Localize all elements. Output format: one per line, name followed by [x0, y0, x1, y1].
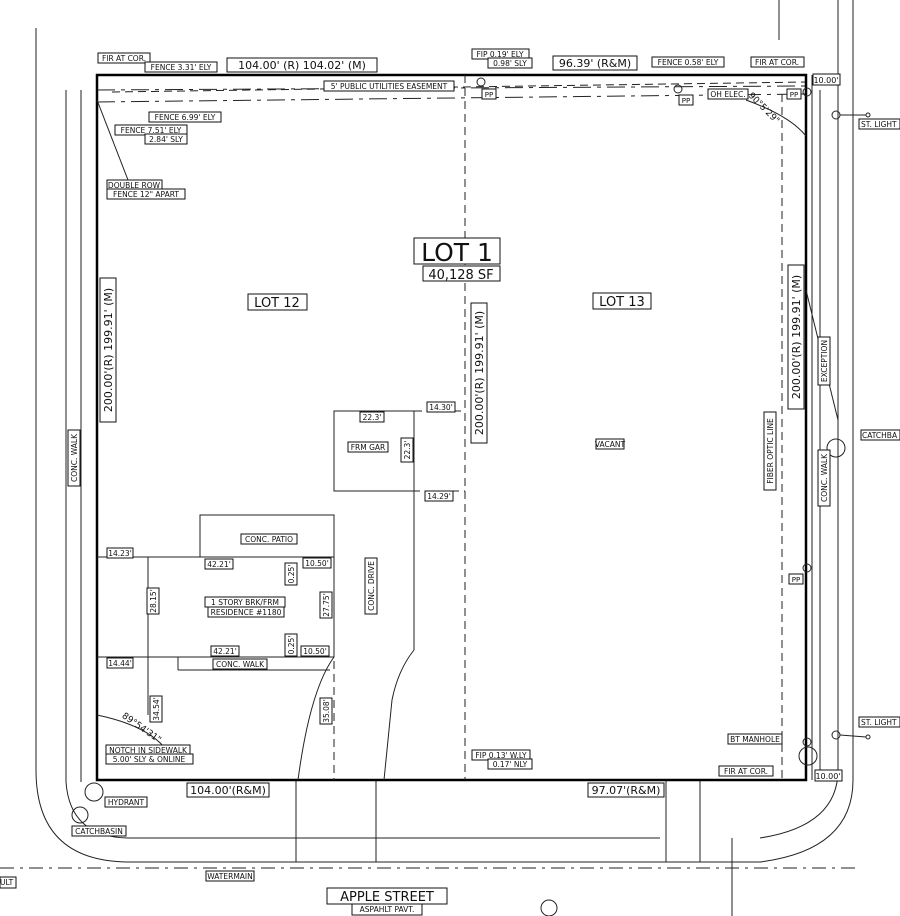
street-name: APPLE STREET [340, 890, 434, 905]
residence-label-2: RESIDENCE #1180 [211, 608, 282, 617]
fir-nw-label: FIR AT COR. [102, 54, 146, 63]
roadway-lines [0, 0, 860, 916]
fiber-optic-label: FIBER OPTIC LINE [766, 418, 775, 484]
dim-3454: 34.54' [152, 697, 161, 721]
conc-walk-label: CONC. WALK [216, 660, 265, 669]
st-light-label-1: ST. LIGHT [861, 120, 897, 129]
lot-boundary [95, 73, 808, 782]
patio-label: CONC. PATIO [245, 535, 293, 544]
pp-label-1: PP [485, 91, 493, 99]
dim-4221a: 42.21' [207, 560, 231, 569]
fence-699-label: FENCE 6.99' ELY [155, 113, 216, 122]
pp-label-2: PP [682, 97, 690, 105]
drive-label: CONC. DRIVE [367, 561, 376, 611]
fir-se-label: FIR AT COR. [724, 767, 768, 776]
notch-2-label: 5.00' SLY & ONLINE [113, 755, 186, 764]
garage-depth: 22.3' [403, 441, 412, 460]
notch-1-label: NOTCH IN SIDEWALK [109, 746, 188, 755]
ne-offset: 10.00' [813, 76, 838, 85]
st-light-icon [831, 110, 841, 120]
west-walk-label: CONC. WALK [70, 433, 79, 482]
pole-marker-east [802, 563, 812, 573]
fip-s2-label: 0.17' NLY [493, 760, 528, 769]
lot-area: 40,128 SF [428, 268, 493, 283]
fir-ne-marker [802, 87, 812, 97]
double-row-2: FENCE 12" APART [113, 190, 179, 199]
residence-label-1: 1 STORY BRK/FRM [211, 598, 279, 607]
east-walk-label: CONC. WALK [820, 453, 829, 502]
manhole-icon [798, 746, 818, 766]
dim-1050a: 10.50' [305, 559, 329, 568]
mid-line-dim: 200.00'(R) 199.91' (M) [473, 311, 486, 435]
dim-2815: 28.15' [149, 589, 158, 613]
fip-n2-label: 0.98' SLY [493, 59, 527, 68]
manhole-icon-street [540, 899, 558, 916]
fence-058-label: FENCE 0.58' ELY [658, 58, 719, 67]
watermain-label: WATERMAIN [207, 872, 253, 881]
st-light-icon-2 [831, 730, 841, 740]
lot-12-label: LOT 12 [254, 296, 300, 311]
dim-3508: 35.08' [322, 699, 331, 723]
fip-n1-label: FIP 0.19' ELY [476, 50, 523, 59]
dim-4221b: 42.21' [213, 647, 237, 656]
garage-offset-n: 14.30' [429, 403, 453, 412]
lot-name: LOT 1 [421, 238, 493, 267]
fir-ne-label: FIR AT COR. [755, 58, 799, 67]
dim-1050b: 10.50' [303, 647, 327, 656]
fence-751-label: FENCE 7.51' ELY [121, 126, 182, 135]
hydrant-label: HYDRANT [108, 798, 145, 807]
catchbasin-east-label: CATCHBA [862, 431, 898, 440]
catchbasin-icon-sw [71, 806, 89, 824]
angle-ne: 90°5'29" [746, 91, 781, 126]
pole-marker [673, 84, 683, 94]
easement-label: 5' PUBLIC UTILITIES EASEMENT [331, 82, 448, 91]
street-left-cut: ULT [0, 878, 14, 887]
dim-025b: 0.25' [287, 636, 296, 655]
dim-1444: 14.44' [108, 659, 132, 668]
pp-label-4: PP [792, 576, 800, 584]
oh-elec-label: OH ELEC. [710, 90, 745, 99]
street-surface: ASPAHLT PAVT. [360, 905, 415, 914]
east-side-dim: 200.00'(R) 199.91' (M) [790, 275, 803, 399]
st-light-head-icon [865, 112, 871, 118]
dim-025a: 0.25' [287, 565, 296, 584]
st-light-label-2: ST. LIGHT [861, 718, 897, 727]
south-west-dim: 104.00'(R&M) [190, 784, 266, 797]
fence-284-label: 2.84' SLY [149, 135, 183, 144]
fence-331-label: FENCE 3.31' ELY [151, 63, 212, 72]
vacant-label: VACANT [595, 440, 626, 449]
lot-13-label: LOT 13 [599, 295, 645, 310]
garage-label: FRM GAR [351, 443, 386, 452]
catchbasin-label: CATCHBASIN [75, 827, 123, 836]
double-row-1: DOUBLE ROW [108, 181, 161, 190]
exception-label: EXCEPTION [820, 340, 829, 382]
west-side-dim: 200.00'(R) 199.91' (M) [102, 288, 115, 412]
garage-width: 22.3' [363, 413, 382, 422]
monuments [71, 77, 871, 916]
dim-1423: 14.23' [108, 549, 132, 558]
dim-2775: 27.75' [322, 593, 331, 617]
garage-offset-s: 14.29' [427, 492, 451, 501]
se-offset: 10.00' [815, 772, 840, 781]
north-west-dim: 104.00' (R) 104.02' (M) [238, 59, 366, 72]
st-light-head-icon-2 [865, 734, 871, 740]
bt-manhole-label: BT MANHOLE [730, 735, 780, 744]
fip-north-marker [476, 77, 486, 87]
fip-s1-label: FIP 0.13' W.LY [475, 751, 527, 760]
bt-manhole-marker [802, 737, 812, 747]
south-east-dim: 97.07'(R&M) [592, 784, 661, 797]
catchbasin-icon [826, 438, 846, 458]
north-east-dim: 96.39' (R&M) [559, 57, 631, 70]
hydrant-icon [84, 782, 104, 802]
pp-label-3: PP [790, 91, 798, 99]
